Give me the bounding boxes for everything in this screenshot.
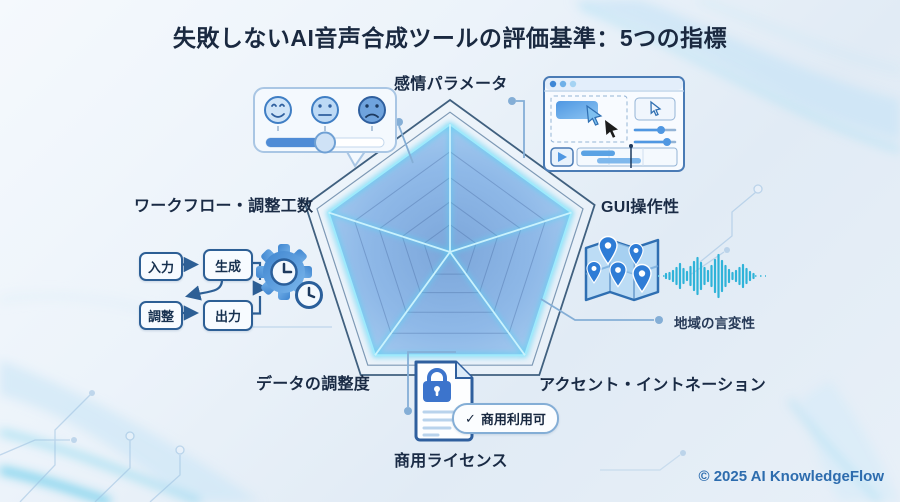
- emotion-slider-icon: [253, 87, 397, 168]
- workflow-step-input: 入力: [139, 252, 183, 281]
- label-gui-usability: GUI操作性: [601, 199, 680, 216]
- clock-badge-icon: [295, 281, 323, 309]
- gear-icon: [256, 244, 323, 309]
- gui-window-icon: [543, 76, 685, 172]
- label-emotion-parameter: 感情パラメータ: [394, 76, 508, 93]
- copyright-notice: © 2025 AI KnowledgeFlow: [698, 468, 884, 485]
- emotion-slider[interactable]: [265, 131, 385, 154]
- workflow-step-generate: 生成: [203, 249, 253, 281]
- label-accent-intonation: アクセント・イントネーション: [539, 377, 767, 394]
- cursor-icon: [586, 104, 603, 126]
- cursor-icon: [605, 120, 618, 138]
- cursor-icon: [650, 100, 662, 117]
- timeline: [576, 144, 678, 168]
- sad-face-icon: [358, 96, 386, 124]
- page-title: 失敗しないAI音声合成ツールの評価基準：5つの指標: [172, 25, 728, 51]
- label-data-tuning: データの調整度: [256, 376, 371, 393]
- check-icon: ✓: [465, 410, 476, 426]
- workflow-step-output: 出力: [203, 300, 253, 331]
- waveform-icon: [658, 253, 766, 299]
- location-pin-icon: [586, 235, 652, 294]
- license-badge: ✓ 商用利用可: [452, 403, 559, 434]
- play-button[interactable]: [550, 147, 574, 167]
- slider-knob[interactable]: [314, 131, 336, 154]
- label-workflow-effort: ワークフロー・調整工数: [134, 198, 314, 215]
- lock-icon: [423, 368, 451, 402]
- connector-dot: [508, 97, 516, 105]
- map-icon: [584, 235, 660, 302]
- license-badge-text: 商用利用可: [480, 412, 546, 427]
- circuit-traces: [0, 184, 763, 502]
- label-regional-dialect: 地域の言変性: [674, 316, 755, 331]
- label-commercial-license: 商用ライセンス: [394, 453, 508, 470]
- workflow-arrows: [183, 256, 269, 321]
- radar-grid-rings: [354, 151, 546, 334]
- connector-dot: [404, 407, 412, 415]
- radar-spokes: [328, 124, 572, 356]
- happy-face-icon: [264, 96, 292, 124]
- mini-sliders[interactable]: [633, 126, 677, 146]
- neutral-face-icon: [311, 96, 339, 124]
- workflow-step-adjust: 調整: [139, 301, 183, 330]
- connector-dot: [655, 316, 663, 324]
